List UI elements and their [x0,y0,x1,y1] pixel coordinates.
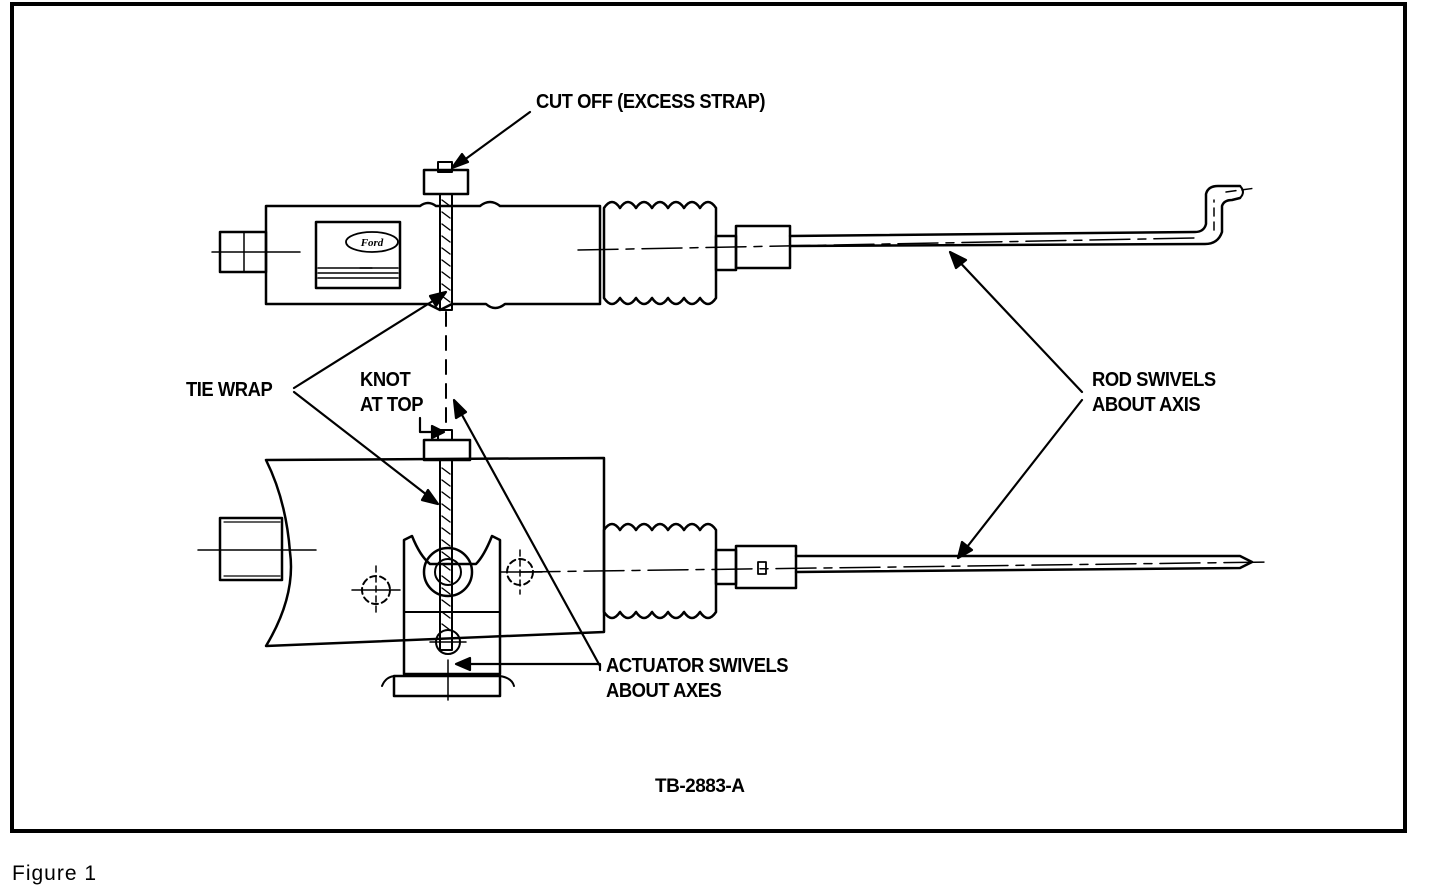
figure-caption: Figure 1 [12,862,98,885]
top-strap-buckle [422,168,470,196]
cut-off-callout: CUT OFF (EXCESS STRAP) [536,91,766,113]
cut-off-leader [454,110,532,168]
top-actuator-assembly: Ford [211,161,1257,312]
bottom-strap-buckle [422,438,472,462]
bottom-connector-stub [218,516,284,582]
top-rod [788,184,1242,238]
swivel-pivot-center [422,546,474,598]
top-tie-wrap-strap [439,193,453,311]
top-bellows [602,200,718,306]
bottom-actuator-body [264,456,606,648]
actuator-swivels-callout: ACTUATOR SWIVELS ABOUT AXES [606,655,789,702]
top-label-plate [314,220,402,290]
top-actuator-body [264,200,602,312]
base-plate [392,674,502,698]
rod-swivel-leader-lower [958,398,1084,558]
rod-swivel-leader-upper [950,252,1084,394]
bottom-rod [794,554,1254,574]
tie-wrap-callout: TIE WRAP [186,379,273,401]
bottom-tie-wrap-strap [439,459,453,651]
bottom-bellows [602,522,718,620]
top-rod-sleeve [714,234,738,272]
tie-wrap-leader-upper [292,292,446,390]
bottom-actuator-assembly [197,429,1271,701]
rod-swivels-callout: ROD SWIVELS ABOUT AXIS [1092,369,1216,416]
bottom-rod-sleeve [714,548,738,586]
tie-wrap-leader-lower [292,390,438,504]
figure-frame [10,2,1407,833]
mounting-bracket [402,534,502,676]
actuator-swivel-leader-upper [454,402,602,668]
ford-logo [345,231,399,253]
drawing-id-label: TB-2883-A [655,776,745,797]
actuator-swivel-leader-lower [458,662,602,672]
ford-logo-text: Ford [360,237,384,249]
knot-at-top-callout: KNOT AT TOP [360,369,424,416]
leader-lines [292,110,1084,672]
